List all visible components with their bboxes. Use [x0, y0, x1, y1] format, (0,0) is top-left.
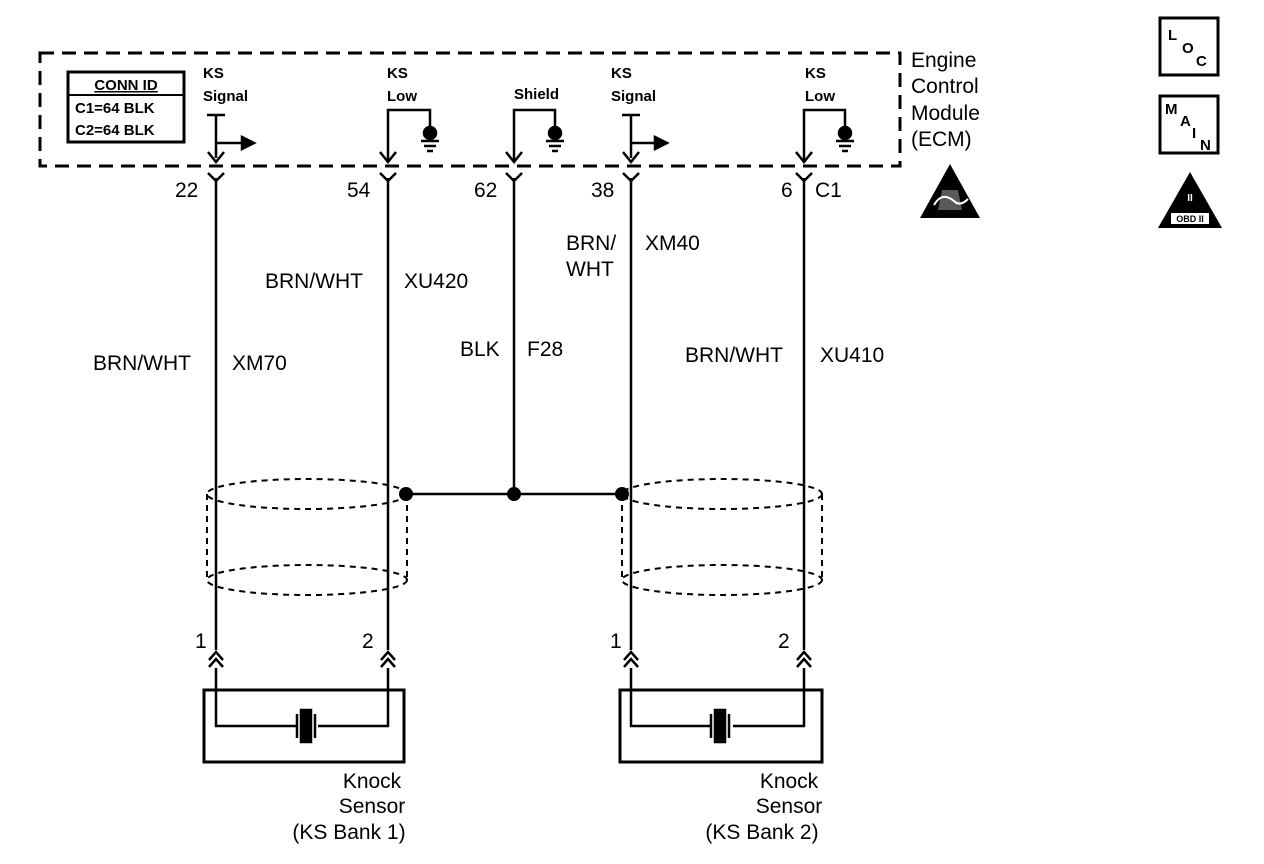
ground-symbol [802, 108, 854, 160]
svg-text:C: C [1196, 53, 1207, 70]
knock-sensor-bank-2: Knock Sensor (KS Bank 2) [618, 668, 824, 844]
sensor-name: Knock [760, 770, 819, 793]
conn-id-table: CONN ID C1=64 BLK C2=64 BLK [66, 70, 186, 144]
pin-number: 38 [591, 179, 614, 202]
shield-bank-1 [206, 478, 408, 596]
sensor-name: (KS Bank 2) [705, 821, 818, 844]
ecm-title: Engine Control Module (ECM) [911, 49, 980, 151]
svg-text:O: O [1182, 40, 1194, 57]
wire-color: BRN/WHT [265, 270, 363, 293]
wire-color: WHT [566, 258, 614, 281]
splice-dot [507, 487, 521, 501]
sensor-pin-number: 1 [610, 630, 622, 653]
wire-color: BRN/WHT [685, 344, 783, 367]
wire-circuit: XU420 [404, 270, 468, 293]
wire-color: BRN/WHT [93, 352, 191, 375]
terminal-label: Low [387, 88, 417, 105]
wire-circuit: F28 [527, 338, 563, 361]
sensor-name: Knock [343, 770, 402, 793]
svg-text:II: II [1187, 193, 1193, 204]
svg-text:I: I [1192, 125, 1196, 142]
terminal-label: Low [805, 88, 835, 105]
knock-sensor-bank-1: Knock Sensor (KS Bank 1) [202, 668, 406, 844]
conn-id-header: CONN ID [94, 77, 158, 94]
terminal-label: Signal [203, 88, 248, 105]
terminal-label: Signal [611, 88, 656, 105]
connector-terminals [207, 151, 813, 183]
svg-text:N: N [1200, 137, 1211, 154]
terminal-label: KS [203, 65, 224, 82]
terminal-label: Shield [514, 86, 559, 103]
pin-number: 22 [175, 179, 198, 202]
svg-text:A: A [1180, 113, 1191, 130]
wire-color: BLK [460, 338, 500, 361]
ground-symbol [512, 108, 564, 160]
svg-text:M: M [1165, 101, 1178, 118]
svg-text:(ECM): (ECM) [911, 128, 972, 151]
loc-icon: L O C [1158, 16, 1220, 77]
svg-text:OBD II: OBD II [1176, 214, 1204, 224]
ks-signal-symbol [622, 113, 670, 158]
svg-text:Engine: Engine [911, 49, 976, 72]
sensor-name: Sensor [756, 795, 823, 818]
terminal-label: KS [387, 65, 408, 82]
wire-circuit: XM40 [645, 232, 700, 255]
shield-bank-2 [621, 478, 823, 596]
svg-text:L: L [1168, 27, 1177, 44]
conn-id-row: C1=64 BLK [75, 100, 155, 117]
conn-id-row: C2=64 BLK [75, 122, 155, 139]
wire-color: BRN/ [566, 232, 616, 255]
pin-number: 54 [347, 179, 371, 202]
obd-ii-icon: II OBD II [1158, 172, 1222, 228]
pin-number: 62 [474, 179, 497, 202]
ground-symbol [386, 108, 439, 160]
wire-circuit: XM70 [232, 352, 287, 375]
ecm-box [38, 51, 902, 168]
sensor-pin-number: 2 [362, 630, 374, 653]
svg-text:Module: Module [911, 102, 980, 125]
svg-text:Control: Control [911, 75, 979, 98]
sensor-connector-terminals [208, 650, 812, 668]
ks-signal-symbol [207, 113, 257, 158]
main-icon: M A I N [1158, 94, 1220, 155]
wires [214, 178, 806, 650]
sensor-name: (KS Bank 1) [292, 821, 405, 844]
terminal-label: KS [805, 65, 826, 82]
pin-number: 6 [781, 179, 793, 202]
sensor-pin-number: 2 [778, 630, 790, 653]
esd-warning-icon [920, 164, 980, 218]
sensor-pin-number: 1 [195, 630, 207, 653]
sensor-name: Sensor [339, 795, 406, 818]
wire-circuit: XU410 [820, 344, 884, 367]
terminal-label: KS [611, 65, 632, 82]
connector-id: C1 [815, 179, 842, 202]
